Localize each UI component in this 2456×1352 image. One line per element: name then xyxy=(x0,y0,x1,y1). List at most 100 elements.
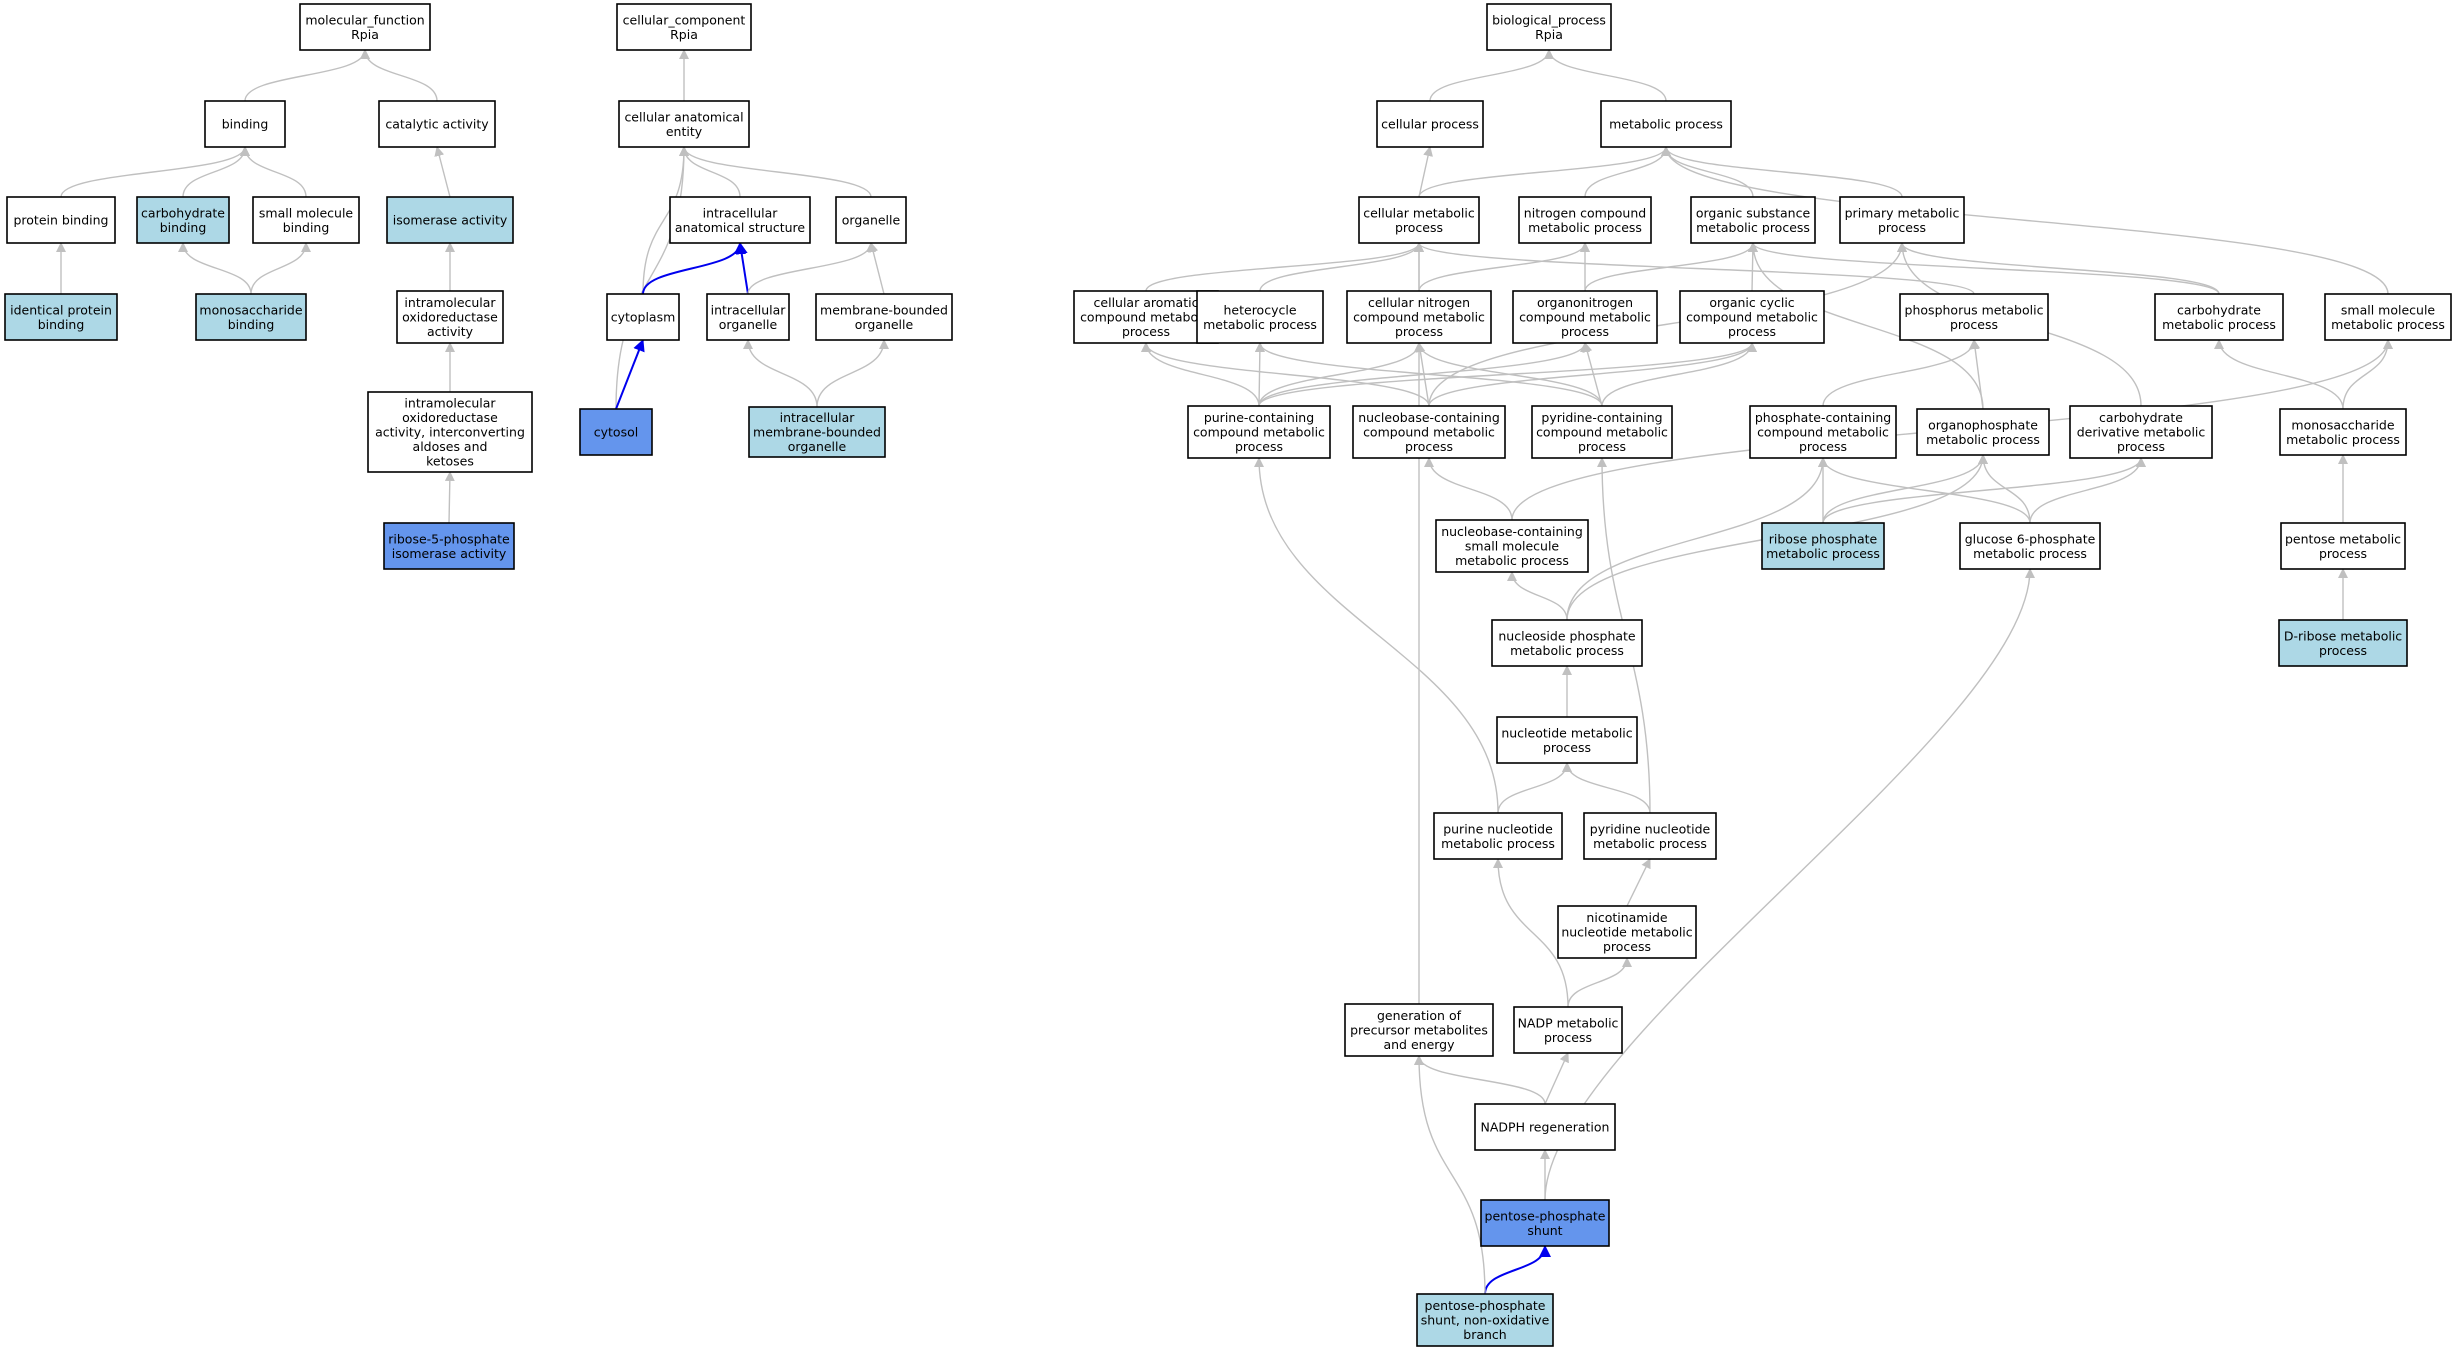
node-label-line: precursor metabolites xyxy=(1350,1023,1488,1038)
go-term-node-mf-isomerase[interactable]: isomerase activity xyxy=(386,196,514,244)
node-box xyxy=(2069,405,2213,459)
edge-bp_monosaccharide-to-bp_small_molecule xyxy=(2342,339,2393,410)
node-label-line: nucleobase-containing xyxy=(1358,410,1500,425)
node-box xyxy=(367,391,533,473)
node-label-line: metabolic process xyxy=(1696,220,1810,235)
go-term-node-mf-binding[interactable]: binding xyxy=(204,100,286,148)
node-box xyxy=(1196,290,1324,344)
node-label-line: phosphate-containing xyxy=(1755,410,1891,425)
edge-bp_nucleobase_containing-to-bp_primary xyxy=(1428,242,1907,407)
go-term-node-bp-cellular[interactable]: cellular process xyxy=(1376,100,1484,148)
node-label-line: process xyxy=(1122,324,1170,339)
node-label-line: process xyxy=(1543,740,1591,755)
edge-bp_nadp_metabolic-to-bp_purine_nucleotide xyxy=(1493,858,1569,1008)
edge-layer xyxy=(56,49,2393,1295)
node-box xyxy=(1358,196,1480,244)
node-box xyxy=(1513,1006,1623,1054)
node-label-line: process xyxy=(1603,939,1651,954)
node-label-line: compound metabolic xyxy=(1686,310,1818,325)
node-label-line: catalytic activity xyxy=(385,117,489,132)
edge-bp_nucleoside_phosphate-to-bp_phosphate_containing xyxy=(1566,457,1828,621)
edge-cc_intracell_membrane_org-to-cc_membrane_organelle xyxy=(816,339,889,408)
node-label-line: derivative metabolic xyxy=(2077,425,2206,440)
go-term-node-bp-nadph-regen[interactable]: NADPH regeneration xyxy=(1474,1103,1616,1151)
edge-bp_nadph_regen-to-bp_nadp_metabolic xyxy=(1544,1052,1569,1105)
edge-bp_phosphorus-to-bp_cell_metab xyxy=(1414,242,1975,295)
edge-bp_metabolic-to-bp_root xyxy=(1544,49,1667,102)
go-term-node-cc-organelle[interactable]: organelle xyxy=(835,196,907,244)
go-term-node-mf-catalytic[interactable]: catalytic activity xyxy=(378,100,496,148)
node-box xyxy=(1416,1293,1554,1347)
node-label-line: membrane-bounded xyxy=(820,302,948,317)
go-term-node-cc-cytoplasm[interactable]: cytoplasm xyxy=(606,293,680,341)
node-box xyxy=(204,100,286,148)
edge-bp_nitrogen-to-bp_metabolic xyxy=(1584,146,1671,198)
node-box xyxy=(1839,196,1965,244)
node-box xyxy=(616,3,752,51)
go-term-node-mf-protein-binding[interactable]: protein binding xyxy=(6,196,116,244)
node-box xyxy=(1433,812,1563,860)
go-term-node-bp-metabolic[interactable]: metabolic process xyxy=(1600,100,1732,148)
node-label-line: metabolic process xyxy=(1926,432,2040,447)
node-label-line: molecular_function xyxy=(305,12,424,27)
node-label-line: organophosphate xyxy=(1928,417,2038,432)
edge-bp_ribose_phosphate-to-bp_organophosphate xyxy=(1822,454,1988,524)
edge-cc_cytoplasm-to-cc_intracell_struct xyxy=(642,242,746,295)
edge-cc_intracell_organelle-to-cc_intracell_struct xyxy=(735,242,749,295)
node-label-line: small molecule xyxy=(259,205,354,220)
node-box xyxy=(1496,716,1638,764)
go-term-node-cc-cytosol[interactable]: cytosol xyxy=(579,408,653,456)
node-label-line: nucleotide metabolic xyxy=(1561,925,1692,940)
node-box xyxy=(1187,405,1331,459)
